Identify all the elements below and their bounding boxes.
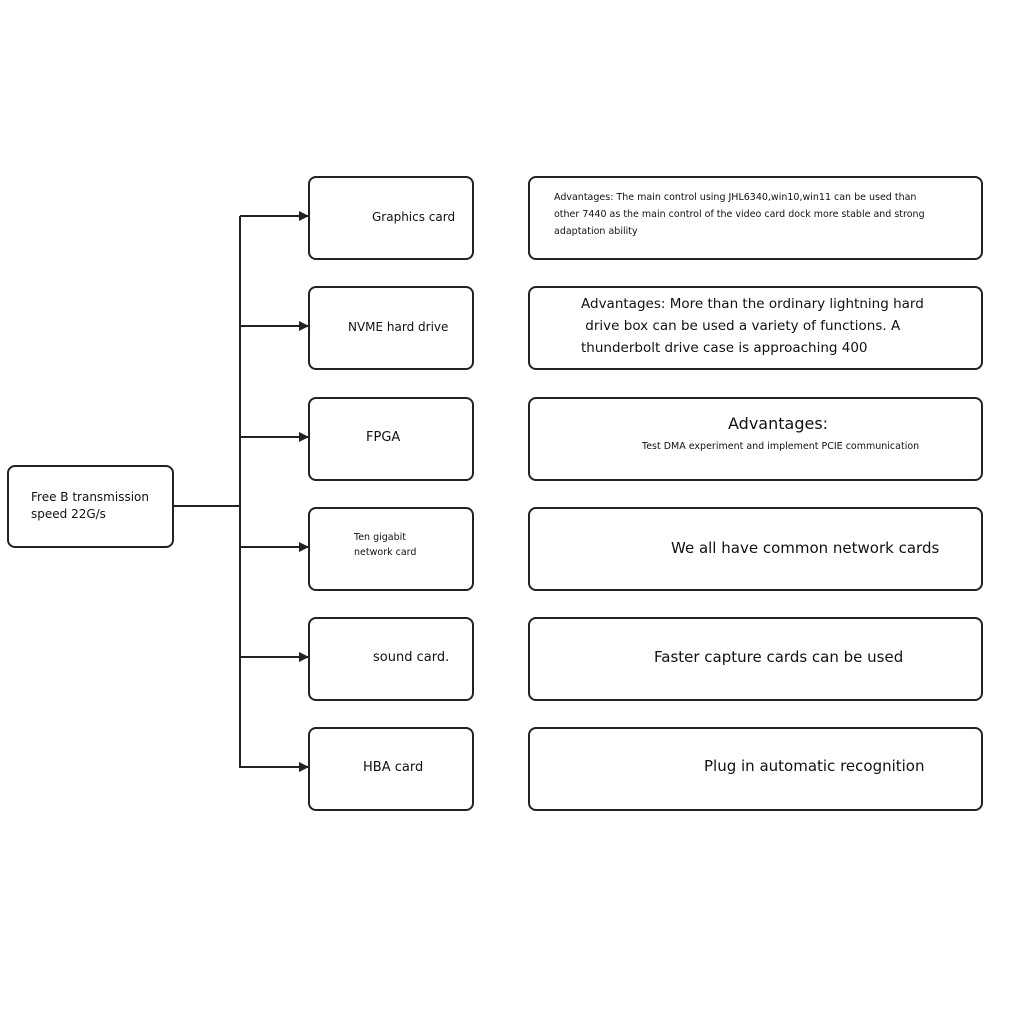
desc-network-card-line-1: We all have common network cards <box>671 539 940 557</box>
root-label-line-2: speed 22G/s <box>31 507 106 521</box>
node-sound-card-label: sound card. <box>373 650 450 665</box>
desc-fpga-line-1: Advantages: <box>728 414 829 433</box>
node-network-card-label-line-1: Ten gigabit <box>354 532 406 543</box>
desc-graphics-card-line-3: adaptation ability <box>554 226 638 237</box>
root-label-line-1: Free B transmission <box>31 490 149 504</box>
desc-sound-card: Faster capture cards can be used <box>528 617 983 701</box>
desc-network-card: We all have common network cards <box>528 507 983 591</box>
desc-sound-card-line-1: Faster capture cards can be used <box>654 648 904 666</box>
node-fpga: FPGA <box>308 397 474 481</box>
desc-nvme-hard-drive-line-2: drive box can be used a variety of funct… <box>581 318 901 334</box>
desc-fpga-line-2: Test DMA experiment and implement PCIE c… <box>642 441 920 452</box>
desc-graphics-card: Advantages: The main control using JHL63… <box>528 176 983 260</box>
node-network-card-label-line-2: network card <box>354 547 417 558</box>
desc-hba-card-line-1: Plug in automatic recognition <box>704 757 925 775</box>
desc-graphics-card-line-1: Advantages: The main control using JHL63… <box>554 192 917 203</box>
desc-nvme-hard-drive: Advantages: More than the ordinary light… <box>528 286 983 370</box>
desc-graphics-card-line-2: other 7440 as the main control of the vi… <box>554 209 925 220</box>
node-network-card: Ten gigabit network card <box>308 507 474 591</box>
node-graphics-card: Graphics card <box>308 176 474 260</box>
node-hba-card: HBA card <box>308 727 474 811</box>
desc-nvme-hard-drive-line-1: Advantages: More than the ordinary light… <box>581 296 924 312</box>
desc-hba-card: Plug in automatic recognition <box>528 727 983 811</box>
node-nvme-hard-drive: NVME hard drive <box>308 286 474 370</box>
node-graphics-card-label: Graphics card <box>372 210 456 224</box>
desc-nvme-hard-drive-line-3: thunderbolt drive case is approaching 40… <box>581 340 868 356</box>
node-sound-card: sound card. <box>308 617 474 701</box>
node-nvme-hard-drive-label: NVME hard drive <box>348 320 449 334</box>
node-fpga-label: FPGA <box>366 430 401 445</box>
desc-fpga: Advantages: Test DMA experiment and impl… <box>528 397 983 481</box>
node-hba-card-label: HBA card <box>363 760 424 775</box>
root-node: Free B transmission speed 22G/s <box>7 465 174 548</box>
